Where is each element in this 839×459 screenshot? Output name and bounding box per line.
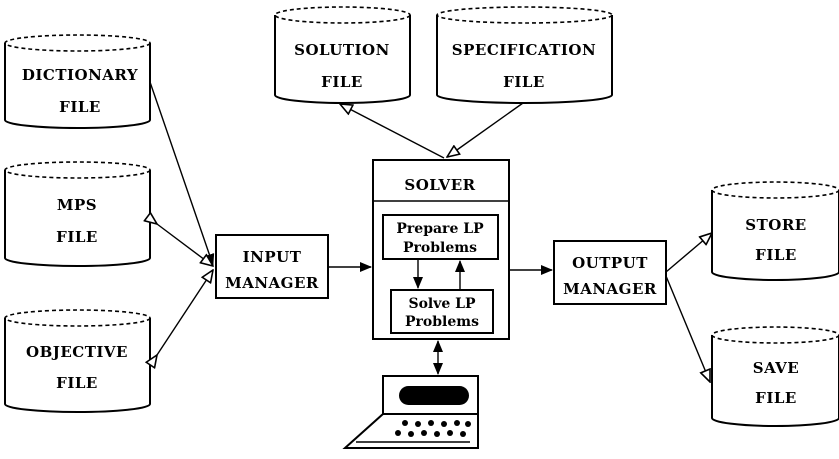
prepare-lp-label-1: Prepare LP [396,221,484,237]
output-manager-label-1: OUTPUT [572,254,648,272]
input-manager-label-1: INPUT [243,248,302,266]
store-file: STORE FILE [711,181,839,281]
input-manager-label-2: MANAGER [225,274,319,292]
specification-file: SPECIFICATION FILE [436,6,613,104]
save-file-label-2: FILE [755,389,797,407]
output-to-store-arrow [665,233,712,273]
solve-lp-label-2: Problems [405,314,479,330]
output-manager-label-2: MANAGER [563,280,657,298]
store-file-label-1: STORE [745,216,806,234]
save-file: SAVE FILE [711,326,839,427]
solver-to-solution-arrow [340,104,445,159]
solution-file-label-2: FILE [321,73,363,91]
solve-lp-label-1: Solve LP [408,296,476,312]
dictionary-file-label-2: FILE [59,98,101,116]
input-manager-box: INPUT MANAGER [215,234,329,299]
objective-file-label-2: FILE [56,374,98,392]
dictionary-to-input-arrow [149,81,215,266]
objective-input-arrow [157,270,213,355]
mps-file: MPS FILE [4,161,151,267]
solver-box: SOLVER Prepare LP Problems Solve LP Prob… [372,159,510,340]
solution-file: SOLUTION FILE [274,6,411,104]
output-to-save-arrow [665,275,710,382]
specification-file-label-1: SPECIFICATION [452,41,596,59]
store-file-label-2: FILE [755,246,797,264]
prepare-lp-label-2: Problems [403,240,477,256]
prepare-lp-box [382,214,499,260]
computer-terminal-icon [342,375,479,449]
mps-file-label-1: MPS [57,196,97,214]
specification-to-solver-arrow [447,102,524,157]
specification-file-label-2: FILE [503,73,545,91]
mps-file-label-2: FILE [56,228,98,246]
output-manager-box: OUTPUT MANAGER [553,240,667,305]
solver-title: SOLVER [404,176,475,194]
dictionary-file-label-1: DICTIONARY [22,66,138,84]
solve-lp-box [390,289,494,334]
objective-file: OBJECTIVE FILE [4,309,151,413]
mps-input-arrow [157,224,213,266]
save-file-label-1: SAVE [753,359,799,377]
solution-file-label-1: SOLUTION [294,41,390,59]
objective-file-label-1: OBJECTIVE [26,343,128,361]
dictionary-file: DICTIONARY FILE [4,34,151,129]
